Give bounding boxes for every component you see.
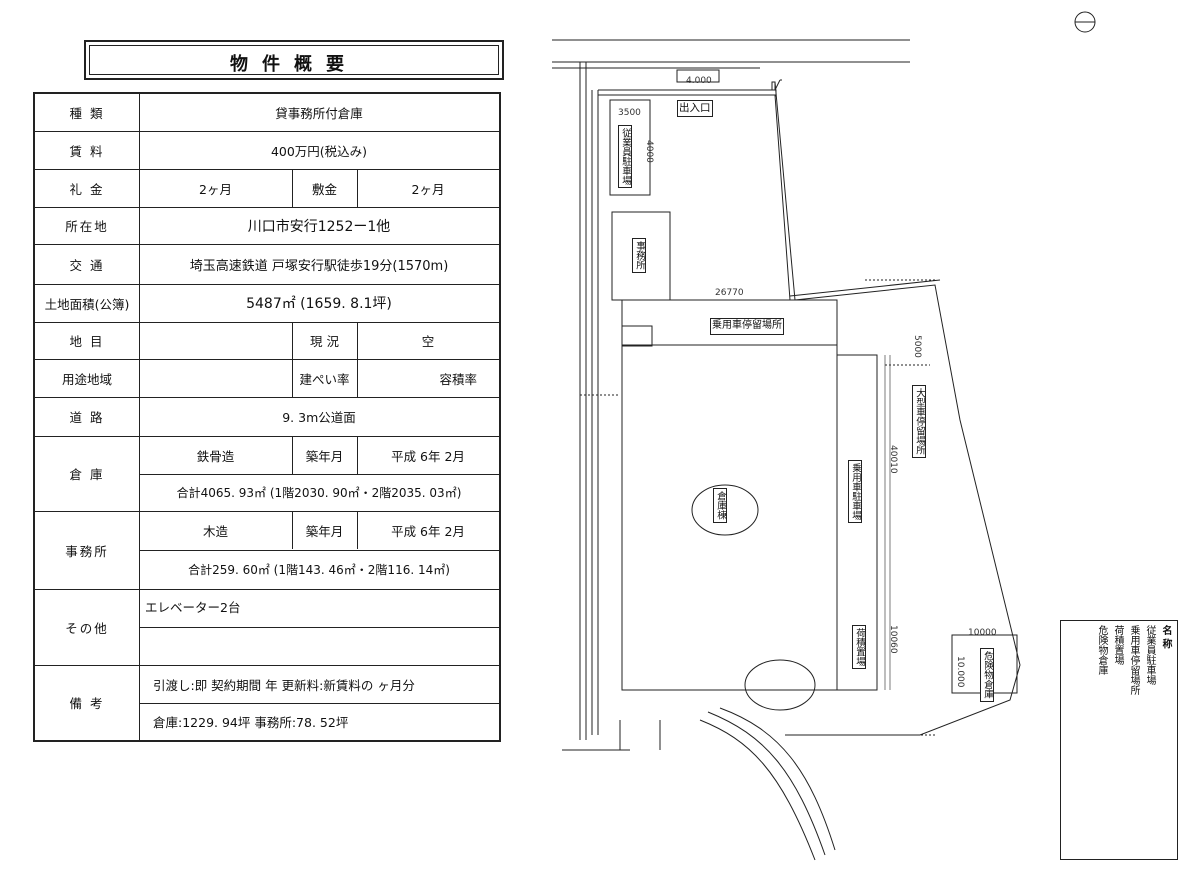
warehouse-built-value: 平成 6年 2月 xyxy=(391,448,465,464)
land-category-label: 地 目 xyxy=(69,334,105,349)
transport-value: 埼玉高速鉄道 戸塚安行駅徒歩19分(1570m) xyxy=(189,258,449,274)
parking-top-label: 乗用車停留場所 xyxy=(710,318,784,335)
legend-row-name: 荷積置場 xyxy=(1112,625,1123,665)
bottom-mid-label: 荷積置場 xyxy=(852,625,866,669)
warehouse-area: 合計4065. 93㎡ (1階2030. 90㎡・2階2035. 03㎡) xyxy=(176,486,462,500)
office-built-value: 平成 6年 2月 xyxy=(391,524,465,539)
land-area-label: 土地面積(公簿) xyxy=(44,296,130,312)
side-lot-label: 乗用車駐車場 xyxy=(848,460,862,523)
key-money-value: 2ヶ月 xyxy=(199,181,232,197)
coverage-label: 建ぺい率 xyxy=(299,371,350,387)
building-a-label: 従業員駐車場 xyxy=(618,125,632,188)
entrance-label: 出入口 xyxy=(677,100,713,118)
dim-label: 4000 xyxy=(644,140,654,163)
building-b-label: 事務所 xyxy=(632,238,646,273)
road-label: 道 路 xyxy=(69,410,105,425)
right-strip-label: 大型車停留場所 xyxy=(912,385,926,458)
legend-row-name: 危険物倉庫 xyxy=(1096,625,1107,675)
warehouse-built-label: 築年月 xyxy=(305,448,344,464)
dim-label: 10000 xyxy=(968,628,997,638)
remarks-label: 備 考 xyxy=(69,696,105,711)
zoning-value xyxy=(139,359,292,397)
dim-label: 5000 xyxy=(912,335,922,358)
current-status-value: 空 xyxy=(421,334,435,349)
site-plan: 出入口 従業員駐車場 事務所 乗用車停留場所 倉庫棟 乗用車駐車場 大型車停留場… xyxy=(540,0,1200,895)
office-label: 事務所 xyxy=(65,543,109,559)
dim-label: 10.000 xyxy=(955,656,965,688)
key-money-label: 礼 金 xyxy=(69,181,105,197)
type-label: 種 類 xyxy=(69,106,105,121)
type-value: 貸事務所付倉庫 xyxy=(275,106,363,121)
zoning-label: 用途地域 xyxy=(61,371,112,387)
bottom-right-label: 危険物倉庫 xyxy=(980,648,994,702)
warehouse-label: 倉 庫 xyxy=(69,467,105,482)
road-value: 9. 3m公道面 xyxy=(282,410,356,425)
rent-label: 賃 料 xyxy=(69,143,105,159)
deposit-value: 2ヶ月 xyxy=(411,181,445,197)
far-label: 容積率 xyxy=(439,371,477,387)
land-area-value: 5487㎡ (1659. 8.1坪) xyxy=(246,296,392,312)
dim-label: 3500 xyxy=(618,108,641,118)
legend-row-name: 従業員駐車場 xyxy=(1144,625,1155,685)
land-category-value xyxy=(139,322,292,359)
dim-label: 26770 xyxy=(715,288,744,298)
dim-label: 10060 xyxy=(888,625,898,654)
title-box: 物件概要 xyxy=(84,40,504,80)
legend-header-name: 名 称 xyxy=(1160,625,1171,649)
office-area: 合計259. 60㎡ (1階143. 46㎡・2階116. 14㎡) xyxy=(188,563,450,577)
current-status-label: 現 況 xyxy=(310,334,339,349)
dim-label: 40010 xyxy=(888,445,898,474)
document-title: 物件概要 xyxy=(230,54,358,75)
deposit-label: 敷金 xyxy=(311,181,337,197)
office-structure: 木造 xyxy=(202,524,228,539)
dim-label: 4.000 xyxy=(686,76,712,86)
remarks-line2: 倉庫:1229. 94坪 事務所:78. 52坪 xyxy=(153,715,349,730)
property-summary-table: 種 類 貸事務所付倉庫 賃 料 400万円(税込み) 礼 金 2ヶ月 敷金 2ヶ… xyxy=(33,92,501,742)
other-label: その他 xyxy=(65,620,109,636)
area-calculation-table: 名 称 従業員駐車場 乗用車停留場所 荷積置場 危険物倉庫 xyxy=(1060,620,1178,860)
transport-label: 交 通 xyxy=(69,257,105,273)
location-label: 所在地 xyxy=(65,219,109,234)
site-plan-drawing xyxy=(552,11,1096,861)
location-value: 川口市安行1252ー1他 xyxy=(247,218,391,235)
warehouse-structure: 鉄骨造 xyxy=(196,448,235,464)
rent-value: 400万円(税込み) xyxy=(270,143,368,159)
remarks-line1: 引渡し:即 契約期間 年 更新料:新賃料の ヶ月分 xyxy=(153,677,415,693)
office-built-label: 築年月 xyxy=(305,524,344,539)
other-value: エレベーター2台 xyxy=(145,600,241,615)
warehouse-label-plan: 倉庫棟 xyxy=(713,488,727,523)
legend-row-name: 乗用車停留場所 xyxy=(1128,625,1139,695)
